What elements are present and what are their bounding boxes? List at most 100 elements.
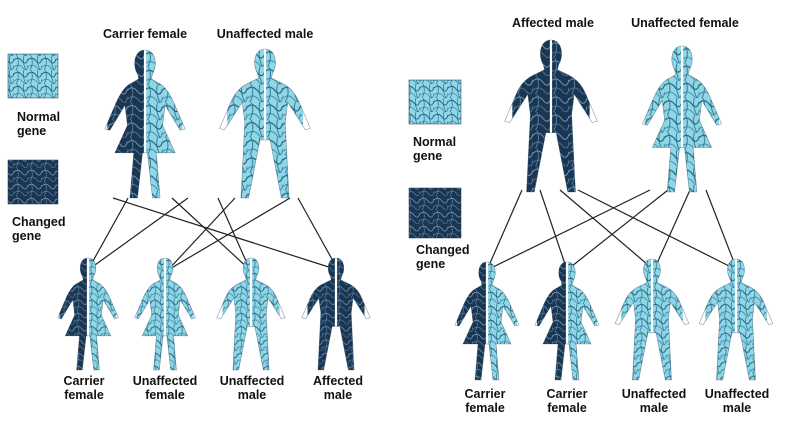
right-child-label-4: Unaffected male <box>705 387 770 415</box>
left-chromosome-half <box>537 262 567 380</box>
child-text-line2: female <box>465 401 505 415</box>
legend-text-line1: Changed <box>12 215 66 229</box>
cross-line <box>577 189 738 271</box>
left-legend-normal-label: Normal gene <box>17 110 60 138</box>
left-child-label-1: Carrier female <box>64 374 105 402</box>
right-chromosome-half <box>145 50 183 199</box>
right-child-label-1: Carrier female <box>465 387 506 415</box>
left-parent-label-2: Unaffected male <box>216 27 314 41</box>
legend-text-line1: Normal <box>17 110 61 124</box>
figure-outline <box>134 257 196 371</box>
cross-line <box>87 197 189 271</box>
child-text-line2: male <box>639 401 669 415</box>
left-child-figure-3 <box>216 256 286 371</box>
left-legend-changed-swatch <box>7 159 59 205</box>
left-child-figure-1 <box>57 256 119 371</box>
right-chromosome-half <box>551 40 590 192</box>
left-chromosome-half <box>227 49 265 199</box>
left-child-figure-2 <box>134 256 196 371</box>
left-legend-changed-label: Changed gene <box>12 215 65 243</box>
right-chromosome-half <box>487 262 517 380</box>
left-child-label-4: Affected male <box>313 374 363 402</box>
figure-outline <box>534 261 600 381</box>
figure-outline <box>219 48 311 199</box>
cross-line <box>559 189 655 271</box>
right-legend-changed-swatch <box>408 187 462 239</box>
cross-line <box>486 189 523 271</box>
child-text-line1: Unaffected <box>132 374 198 388</box>
child-text-line1: Unaffected <box>621 387 687 401</box>
legend-text-line2: gene <box>413 149 443 163</box>
figure-outline <box>104 49 186 199</box>
child-text-line1: Unaffected <box>219 374 285 388</box>
child-text-line1: Carrier <box>464 387 506 401</box>
right-child-figure-3 <box>614 256 690 381</box>
child-text-line2: male <box>323 388 353 402</box>
left-child-label-3: Unaffected male <box>220 374 285 402</box>
right-chromosome-half <box>567 262 597 380</box>
left-chromosome-half <box>457 262 487 380</box>
figure-outline <box>504 39 598 193</box>
right-child-label-2: Carrier female <box>547 387 588 415</box>
left-chromosome-half <box>512 40 551 192</box>
child-text-line1: Carrier <box>63 374 105 388</box>
right-chromosome-half <box>682 46 720 192</box>
cross-line <box>486 189 651 271</box>
cross-line <box>112 197 339 271</box>
right-child-figure-4 <box>698 256 774 381</box>
left-chromosome-half <box>107 50 145 199</box>
legend-text-line1: Normal <box>413 135 457 149</box>
left-child-label-2: Unaffected female <box>133 374 198 402</box>
left-parent-figure-1 <box>104 47 186 199</box>
legend-text-line1: Changed <box>416 243 470 257</box>
right-parent-label-1: Affected male <box>512 16 594 30</box>
figure-outline <box>301 257 371 371</box>
right-child-figure-1 <box>454 260 520 381</box>
cross-line <box>653 189 691 271</box>
right-parent-figure-2 <box>641 43 723 193</box>
right-legend-normal-swatch <box>408 79 462 125</box>
child-text-line2: male <box>722 401 752 415</box>
cross-line <box>171 197 251 271</box>
child-text-line1: Carrier <box>546 387 588 401</box>
right-parent-label-2: Unaffected female <box>631 16 739 30</box>
cross-line <box>87 197 129 271</box>
figure-outline <box>614 258 690 381</box>
figure-outline <box>454 261 520 381</box>
left-legend-normal-swatch <box>7 53 59 99</box>
cross-line <box>167 197 291 271</box>
child-text-line1: Affected <box>312 374 364 388</box>
left-parent-figure-2 <box>219 46 311 199</box>
cross-line <box>705 189 738 271</box>
child-text-line2: female <box>64 388 104 402</box>
right-legend-normal-label: Normal gene <box>413 135 456 163</box>
child-text-line1: Unaffected <box>704 387 770 401</box>
child-text-line2: female <box>547 401 587 415</box>
cross-line <box>566 189 669 271</box>
cross-line <box>297 197 339 271</box>
right-chromosome-half <box>165 258 194 371</box>
left-child-figure-4 <box>301 256 371 371</box>
left-chromosome-half <box>136 258 165 371</box>
cross-line <box>217 197 251 271</box>
left-chromosome-half <box>644 46 682 192</box>
right-chromosome-half <box>265 49 303 199</box>
left-parent-label-1: Carrier female <box>102 27 188 41</box>
right-legend-changed-label: Changed gene <box>416 243 469 271</box>
right-child-label-3: Unaffected male <box>622 387 687 415</box>
legend-text-line2: gene <box>17 124 47 138</box>
figure-outline <box>641 45 723 193</box>
figure-outline <box>698 258 774 381</box>
right-parent-figure-1 <box>504 37 598 193</box>
right-child-figure-2 <box>534 260 600 381</box>
legend-text-line2: gene <box>416 257 446 271</box>
child-text-line2: female <box>145 388 185 402</box>
cross-line <box>539 189 568 271</box>
left-chromosome-half <box>59 258 88 371</box>
figure-outline <box>57 257 119 371</box>
legend-text-line2: gene <box>12 229 42 243</box>
figure-outline <box>216 257 286 371</box>
child-text-line2: male <box>237 388 267 402</box>
